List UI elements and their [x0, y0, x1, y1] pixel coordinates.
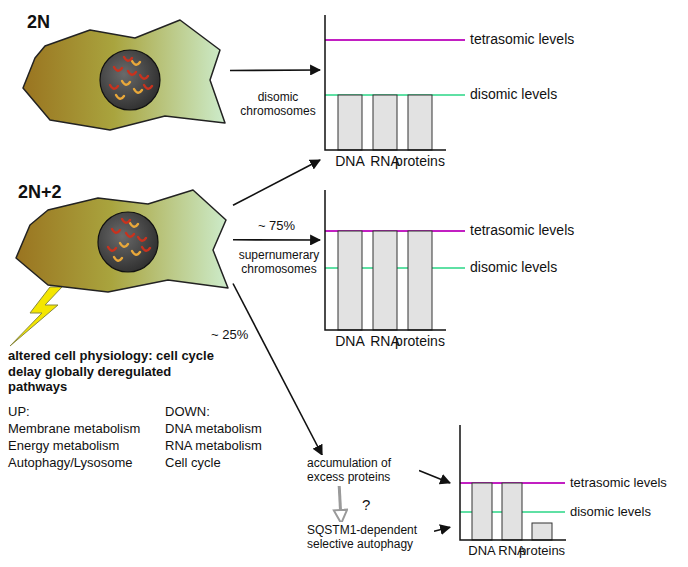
note-label: Autophagy/Lysosome [8, 455, 133, 471]
chromosomes [110, 57, 152, 99]
heading-note: altered cell physiology: cell cycle dela… [8, 348, 218, 395]
level-label: tetrasomic levels [470, 222, 574, 239]
bar-chart: tetrasomic levelsdisomic levelsDNARNApro… [450, 420, 685, 565]
bar-chart: tetrasomic levelsdisomic levelsDNARNApro… [320, 15, 580, 180]
bar-label: DNA [335, 333, 365, 350]
bar-label: DNA [335, 153, 365, 170]
process-text: accumulation of excess proteins [305, 455, 419, 486]
process-text: SQSTM1-dependent selective autophagy [305, 522, 434, 553]
note-label: UP: [8, 404, 30, 420]
level-label: disomic levels [570, 504, 651, 520]
bar-chart: tetrasomic levelsdisomic levelsDNARNApro… [320, 190, 580, 355]
note-label: supernumerary chromosomes [236, 248, 322, 277]
arrow-connector [233, 239, 320, 241]
arrow-connector [233, 160, 320, 205]
bar [373, 231, 397, 330]
process-label: SQSTM1-dependent selective autophagy [307, 523, 432, 552]
bar [472, 483, 492, 540]
process-label: accumulation of excess proteins [307, 456, 417, 485]
bar [532, 523, 552, 540]
bar [408, 231, 432, 330]
aneuploid-cell: 2N+2 [8, 180, 233, 295]
bar-label: proteins [395, 153, 445, 170]
bar [338, 95, 362, 150]
bar-label: DNA [468, 543, 495, 559]
bar-label: proteins [519, 543, 565, 559]
cell-label: 2N [27, 12, 50, 34]
tetrasomic-line [325, 39, 465, 41]
arrow-connector [419, 470, 450, 483]
nucleus [100, 50, 160, 110]
hollow-arrow [339, 486, 341, 522]
edge-percentage: ~ 25% [209, 327, 250, 343]
nucleus [98, 212, 158, 272]
note-label: DOWN: [165, 404, 210, 420]
chart-axis [325, 15, 446, 150]
level-label: disomic levels [470, 259, 557, 276]
edge-percentage: ~ 75% [256, 218, 297, 234]
bar [408, 95, 432, 150]
bar-label: proteins [395, 333, 445, 350]
bar [338, 231, 362, 330]
note-label: DNA metabolism [165, 421, 262, 437]
level-label: tetrasomic levels [570, 475, 667, 491]
note-label: Cell cycle [165, 455, 221, 471]
note-label: RNA metabolism [165, 438, 262, 454]
chart-axis [460, 425, 566, 540]
cell-outline [16, 190, 228, 292]
chart-axis [325, 190, 446, 330]
level-label: tetrasomic levels [470, 31, 574, 48]
bar [373, 95, 397, 150]
bar [502, 483, 522, 540]
arrow-connector [230, 69, 320, 71]
diploid-cell: 2N [15, 8, 230, 133]
lightning-bolt [10, 287, 62, 346]
question-mark: ? [362, 496, 370, 514]
chromosomes [108, 219, 150, 261]
note-label: disomic chromosomes [236, 90, 320, 119]
arrow-connector [434, 527, 450, 531]
level-label: disomic levels [470, 86, 557, 103]
note-label: Energy metabolism [8, 438, 119, 454]
cell-outline [23, 20, 225, 130]
cell-label: 2N+2 [18, 182, 62, 204]
note-label: Membrane metabolism [8, 421, 140, 437]
